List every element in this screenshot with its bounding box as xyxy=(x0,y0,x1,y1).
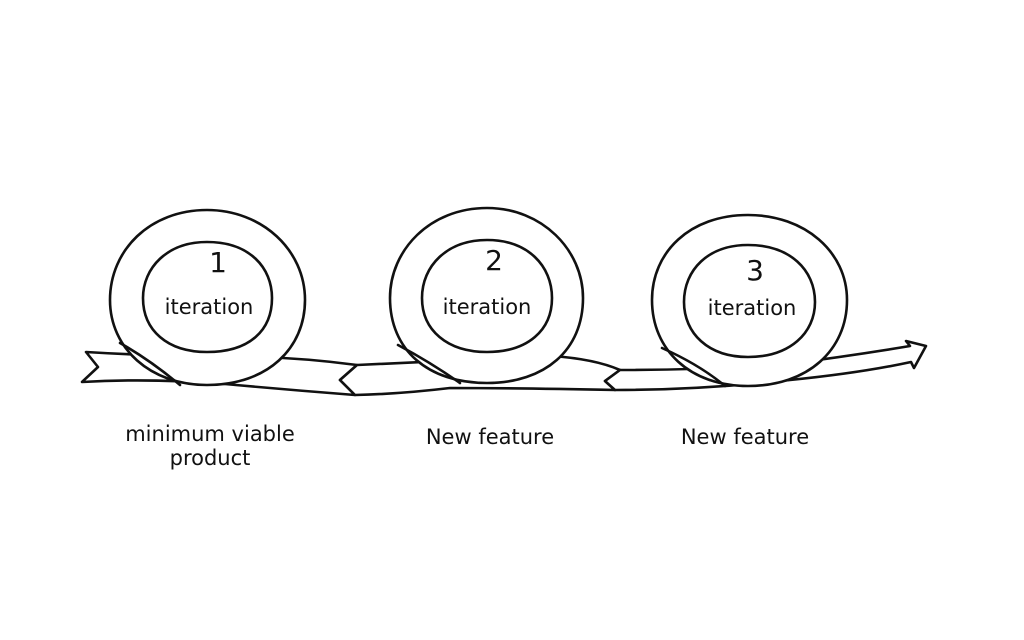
loop-text-3: iteration xyxy=(708,296,797,320)
loop-number-1: 1 xyxy=(209,246,227,279)
loop-ring-2 xyxy=(388,206,585,385)
iteration-loop-2: 2 iteration xyxy=(388,206,585,385)
loop-text-2: iteration xyxy=(443,295,532,319)
caption-3: New feature xyxy=(680,425,810,449)
iteration-loop-1: 1 iteration xyxy=(108,208,307,387)
caption-1: minimum viable product xyxy=(125,422,295,470)
loop-number-2: 2 xyxy=(485,244,503,277)
iteration-loop-3: 3 iteration xyxy=(650,213,849,388)
caption-2: New feature xyxy=(425,425,555,449)
loop-text-1: iteration xyxy=(165,295,254,319)
loop-ring-3 xyxy=(650,213,849,388)
loop-ring-1 xyxy=(108,208,307,387)
loop-number-3: 3 xyxy=(746,254,764,287)
